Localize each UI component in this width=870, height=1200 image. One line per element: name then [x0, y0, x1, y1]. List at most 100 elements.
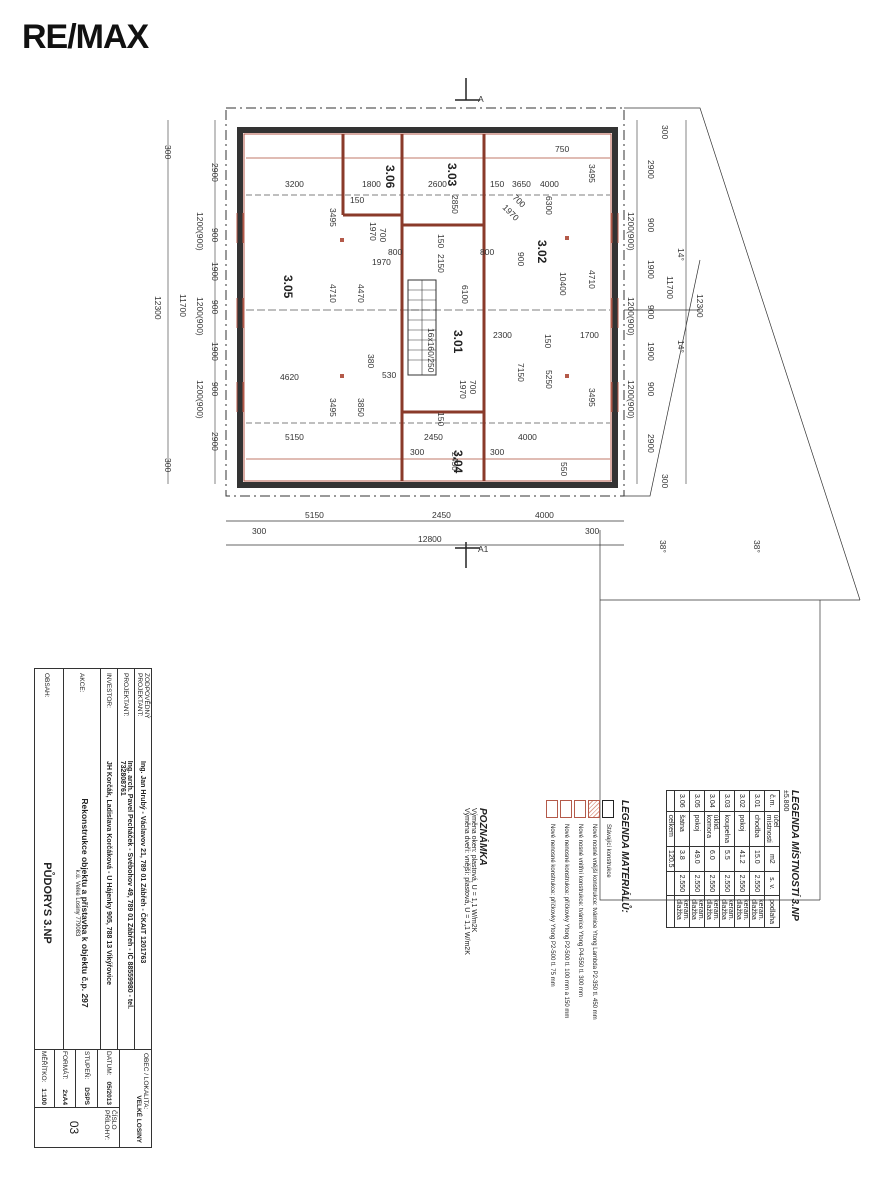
- tb-meta-row: DATUM: 05/2013: [97, 1049, 119, 1107]
- idim-6100: 6100: [460, 285, 470, 304]
- cell: 3.04: [704, 790, 720, 812]
- material-item: Nové nenosné konstrukce: příčkovky Ytong…: [545, 800, 559, 1140]
- room-3-05: 3.05: [281, 275, 295, 299]
- legend-rooms: LEGENDA MÍSTNOSTÍ 3.NP ±5.800 č.m. účel …: [666, 790, 800, 928]
- room-3-01: 3.01: [451, 330, 465, 354]
- dim-4000: 4000: [540, 179, 559, 189]
- cell: 2.550: [674, 871, 690, 896]
- dim-bottom-12800: 12800: [418, 534, 442, 544]
- tb-meta-label: OBEC / LOKALITA:: [142, 1053, 149, 1110]
- ldim-900a: 900: [210, 228, 220, 242]
- inner-vertical-dims: 3495 4710 3495 4470 3850 1970 700 150 21…: [328, 164, 597, 426]
- cell: 3.06: [674, 790, 690, 812]
- cell: keram. dlažba: [689, 895, 705, 928]
- cell: šatna: [674, 811, 690, 847]
- roof-side-view: [599, 107, 861, 901]
- material-item: Nové nosné vnější konstrukce: tvárnice Y…: [587, 800, 601, 1140]
- idim-5250: 5250: [544, 370, 554, 389]
- title-block: ZODPOVĚDNÝ PROJEKTANT: Ing. Jan Hrubý - …: [34, 668, 152, 1148]
- idim-700a: 700: [378, 228, 388, 242]
- tb-meta-value: 2xA4: [61, 1089, 69, 1105]
- cell: keram. dlažba: [749, 895, 765, 928]
- tb-value: PŮDORYS 3.NP: [41, 862, 53, 944]
- idim-7150: 7150: [516, 363, 526, 382]
- dim-150-b: 150: [350, 195, 364, 205]
- th-sv: s. v.: [764, 871, 780, 896]
- legend-rooms-level: ±5.800: [782, 790, 789, 812]
- tb-attachment-label: ČÍSLO PŘÍLOHY:: [103, 1110, 117, 1140]
- tb-meta-col: DATUM: 05/2013 STUPEŇ: DSPS FORMÁT: 2xA4…: [35, 1049, 119, 1108]
- tb-label: ZODPOVĚDNÝ PROJEKTANT:: [136, 673, 150, 719]
- tb-meta-location: OBEC / LOKALITA: VELKÉ LOSINY: [119, 1049, 151, 1147]
- tb-value: Ing. arch. Pavel Pecháček - Svébohov 49,…: [119, 760, 133, 1009]
- ldim-12300: 12300: [153, 296, 163, 320]
- tb-action-wrap: Rekonstrukce objektu a přístavba k objek…: [74, 761, 90, 1045]
- idim-2850: 2850: [450, 195, 460, 214]
- material-item: Nové nenosné konstrukce: příčkovky Ytong…: [559, 800, 573, 1140]
- ldim-11700: 11700: [178, 294, 188, 317]
- tb-row-responsible: ZODPOVĚDNÝ PROJEKTANT: Ing. Jan Hrubý - …: [134, 669, 151, 1049]
- material-item: Nové nosné vnitřní konstrukce: tvárnice …: [573, 800, 587, 1140]
- tb-value: JH Korčák, Ladislava Korčáková - U Hájen…: [105, 761, 113, 985]
- th-ucel: účel místnosti: [764, 811, 780, 847]
- dim-1700: 1700: [580, 330, 599, 340]
- tb-meta-label: DATUM:: [105, 1051, 112, 1076]
- tb-row-designer: PROJEKTANT: Ing. arch. Pavel Pecháček - …: [117, 669, 134, 1049]
- rdim-2900b: 2900: [646, 434, 656, 453]
- cell: 2.550: [749, 871, 765, 896]
- ldim-1200c: 1200(900): [195, 380, 205, 419]
- room-3-06: 3.06: [383, 165, 397, 189]
- idim-3495d: 3495: [587, 388, 597, 407]
- rdim-1900b: 1900: [646, 342, 656, 361]
- idim-6300: 6300: [544, 196, 554, 215]
- dim-2450v: 2450: [450, 452, 460, 471]
- ldim-300b: 300: [163, 458, 173, 472]
- section-label-a1: A1: [478, 544, 489, 554]
- room-3-04: 3.04: [451, 450, 465, 474]
- idim-4710a: 4710: [328, 284, 338, 303]
- section-label-a: A: [478, 94, 484, 104]
- legend-rooms-table: č.m. účel místnosti m2 s. v. podlaha 3.0…: [666, 790, 780, 928]
- cell: 2.550: [719, 871, 735, 896]
- building-outer-wall-inner-line: [243, 133, 612, 482]
- ldim-900b: 900: [210, 300, 220, 314]
- th-cm: č.m.: [764, 790, 780, 812]
- ldim-2900: 2900: [210, 163, 220, 182]
- left-vertical-dims: 300 2900 1200(900) 900 1900 900 1200(900…: [153, 120, 220, 484]
- tb-value: Rekonstrukce objektu a přístavba k objek…: [80, 798, 90, 1008]
- idim-1970a: 1970: [368, 222, 378, 241]
- ldim-300: 300: [163, 145, 173, 159]
- cell: koupelna: [719, 811, 735, 847]
- legend-materials: LEGENDA MATERIÁLŮ: Stávající konstrukce …: [545, 800, 630, 1140]
- dim-750: 750: [555, 144, 569, 154]
- idim-4470: 4470: [356, 284, 366, 303]
- dim-1800: 1800: [362, 179, 381, 189]
- th-m2: m2: [764, 846, 780, 872]
- ldim-900c: 900: [210, 382, 220, 396]
- idim-10400: 10400: [558, 272, 568, 296]
- dim-2600: 2600: [428, 179, 447, 189]
- tb-label: OBSAH:: [43, 673, 51, 698]
- cell: keram. dlažba: [734, 895, 750, 928]
- cell: 2.550: [734, 871, 750, 896]
- swatch-partition-thin: [546, 800, 558, 818]
- tb-row-investor: INVESTOR: JH Korčák, Ladislava Korčáková…: [100, 669, 117, 1049]
- tb-meta-row: STUPEŇ: DSPS: [75, 1049, 97, 1107]
- cell: keram. dlažba: [674, 895, 690, 928]
- cell: keram. dlažba: [704, 895, 720, 928]
- legend-rooms-title: LEGENDA MÍSTNOSTÍ 3.NP: [789, 790, 800, 921]
- idim-150b: 150: [436, 412, 446, 426]
- idim-1970b: 1970: [458, 380, 468, 399]
- ldim-1200a: 1200(900): [195, 212, 205, 251]
- swatch-outer: [588, 800, 600, 818]
- table-row: 3.02 pokoj 41.2 2.550 keram. dlažba: [734, 790, 750, 928]
- windows-left: [236, 213, 244, 412]
- cell: 3.01: [749, 790, 765, 812]
- cell: 49.0: [689, 846, 705, 872]
- cell: 3.05: [689, 790, 705, 812]
- tb-meta-label: FORMÁT:: [61, 1051, 69, 1080]
- swatch-partition: [560, 800, 572, 818]
- rdim-1200b: 1200(900): [626, 297, 636, 336]
- title-block-main: ZODPOVĚDNÝ PROJEKTANT: Ing. Jan Hrubý - …: [35, 669, 151, 1050]
- rdim-900a: 900: [646, 218, 656, 232]
